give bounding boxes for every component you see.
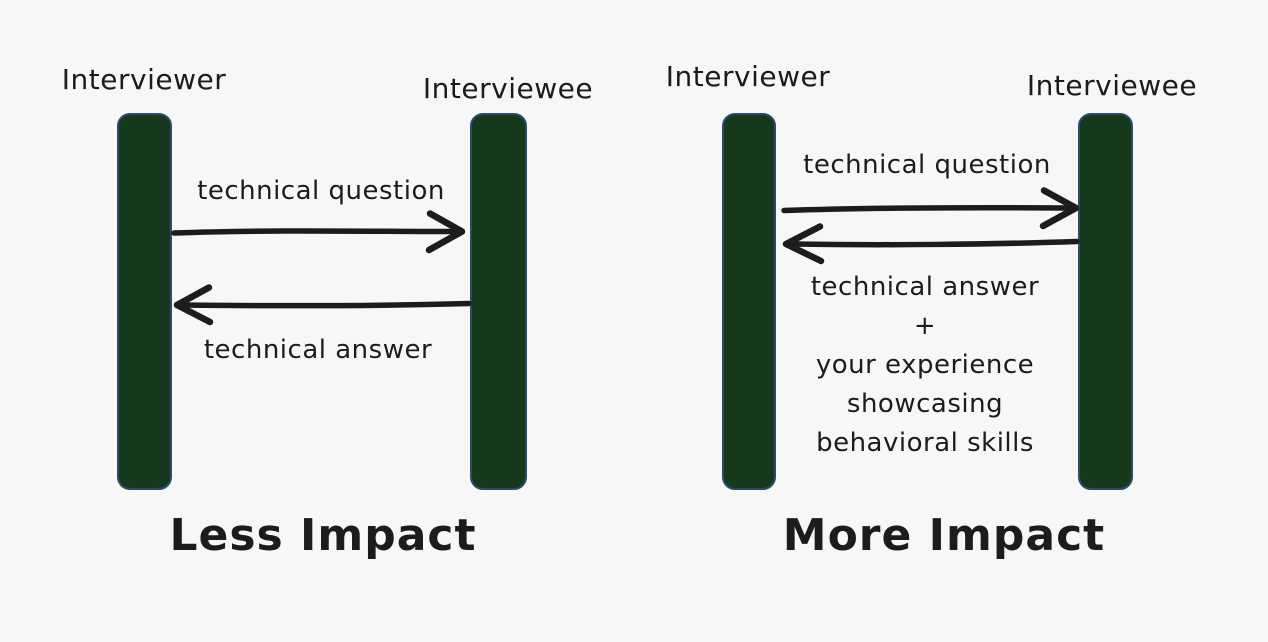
left-answer-arrow (173, 284, 472, 326)
left-interviewee-lifeline (470, 113, 527, 490)
right-question-arrow (781, 187, 1080, 230)
left-answer-label: technical answer (203, 335, 433, 365)
left-interviewee-label: Interviewee (422, 72, 594, 105)
left-interviewer-label: Interviewer (61, 63, 227, 96)
right-question-label: technical question (803, 150, 1051, 180)
right-answer-plus: + (913, 311, 937, 341)
right-answer-line: technical answer (810, 272, 1040, 302)
less-impact-caption: Less Impact (169, 510, 477, 561)
left-interviewer-lifeline (117, 113, 172, 490)
right-answer-line: showcasing (846, 389, 1004, 419)
right-interviewee-lifeline (1078, 113, 1133, 490)
right-interviewer-label: Interviewer (665, 60, 831, 93)
left-question-label: technical question (197, 176, 445, 206)
right-interviewer-lifeline (722, 113, 776, 490)
right-answer-arrow (782, 223, 1080, 265)
more-impact-caption: More Impact (782, 510, 1106, 561)
left-question-arrow (171, 210, 466, 254)
right-answer-block: technical answer + your experience showc… (811, 268, 1039, 463)
right-answer-line: your experience (815, 350, 1035, 380)
right-answer-line: behavioral skills (816, 428, 1034, 458)
right-interviewee-label: Interviewee (1026, 69, 1198, 102)
